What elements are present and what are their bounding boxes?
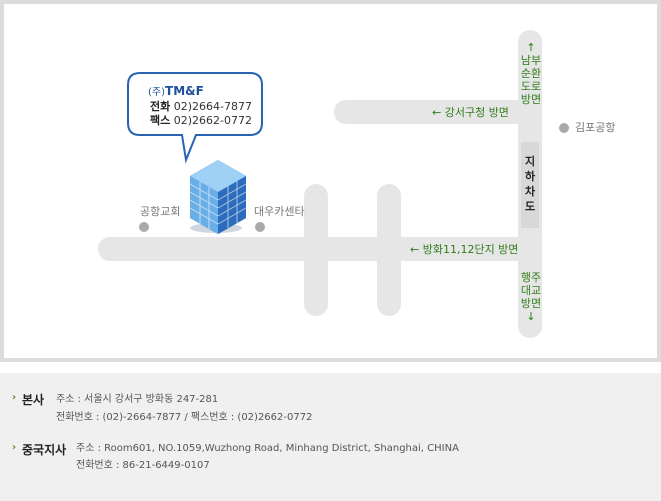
south-road-line: 순환 (520, 67, 542, 80)
company-callout: (주)TM&F 전화 02)2664-7877 팩스 02)2662-0772 (148, 84, 252, 128)
hq-bullet-icon: › (12, 392, 17, 403)
fax-value: 02)2662-0772 (173, 114, 252, 127)
south-road-line: ↑ (526, 41, 536, 54)
phone-line: 전화 02)2664-7877 (148, 100, 252, 114)
china-bullet-icon: › (12, 442, 17, 453)
building-icon (189, 160, 247, 234)
fax-line: 팩스 02)2662-0772 (148, 114, 252, 128)
church-label: 공항교회 (140, 205, 181, 218)
haengju-line: 행주 (520, 271, 542, 284)
gimpo-label: 김포공항 (575, 121, 616, 134)
china-title: 중국지사 (22, 443, 67, 457)
direction-banghwa: ← 방화11,12단지 방면 (410, 243, 519, 256)
hq-title: 본사 (22, 393, 45, 407)
direction-gangseo: ← 강서구청 방면 (432, 106, 509, 119)
south-road-line: 도로 (520, 80, 542, 93)
phone-value: 02)2664-7877 (173, 100, 252, 113)
company-title: TM&F (165, 84, 204, 98)
underpass-char: 차 (524, 185, 536, 198)
direction-south-road: ↑ 남부 순환 도로 방면 (520, 41, 542, 106)
underpass-char: 지 (524, 155, 536, 168)
underpass: 지 하 차 도 (521, 142, 539, 228)
underpass-char: 도 (524, 200, 536, 213)
hq-address: 주소 : 서울시 강서구 방화동 247-281 (56, 394, 219, 405)
hq-contact: 전화번호 : (02)-2664-7877 / 팩스번호 : (02)2662-… (56, 412, 313, 423)
south-road-line: 방면 (520, 93, 542, 106)
company-name: (주)TM&F (148, 84, 252, 100)
callout-bubble (127, 72, 263, 164)
south-road-line: 남부 (520, 54, 542, 67)
haengju-line: 대교 (520, 284, 542, 297)
daewoo-label: 대우카센타 (254, 205, 305, 218)
church-marker-icon (139, 222, 149, 232)
daewoo-marker-icon (255, 222, 265, 232)
fax-label: 팩스 (150, 114, 171, 127)
underpass-char: 하 (524, 170, 536, 183)
gimpo-marker-icon (559, 123, 569, 133)
direction-haengju: 행주 대교 방면 ↓ (520, 271, 542, 323)
phone-label: 전화 (150, 100, 171, 113)
china-contact: 전화번호 : 86-21-6449-0107 (76, 460, 210, 471)
china-address: 주소 : Room601, NO.1059,Wuzhong Road, Minh… (76, 443, 459, 454)
haengju-line: ↓ (526, 310, 536, 323)
address-panel: › 본사 주소 : 서울시 강서구 방화동 247-281 전화번호 : (02… (0, 373, 661, 501)
road-network (98, 30, 542, 338)
haengju-line: 방면 (520, 297, 542, 310)
map-canvas (4, 4, 657, 358)
company-prefix: (주) (148, 87, 166, 98)
map-frame: (주)TM&F 전화 02)2664-7877 팩스 02)2662-0772 … (0, 0, 661, 362)
